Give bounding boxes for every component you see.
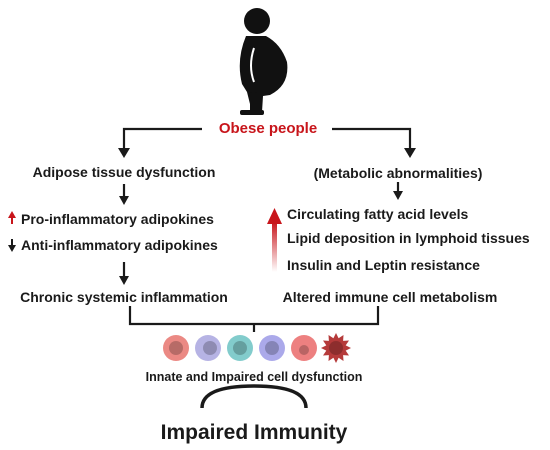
immune-cell-icon — [321, 333, 351, 363]
right-arrowhead — [393, 191, 403, 200]
immune-cell-icon — [291, 335, 317, 361]
altered-metabolism-label: Altered immune cell metabolism — [282, 289, 498, 305]
immune-cell-icon — [227, 335, 253, 361]
left-arrowheads — [119, 196, 129, 285]
arrowheads — [118, 148, 416, 158]
increase-arrow-icon — [267, 208, 282, 272]
insulin-leptin-label: Insulin and Leptin resistance — [287, 257, 480, 273]
cell-dysfunction-caption: Innate and Impaired cell dysfunction — [145, 370, 363, 384]
obese-people-label: Obese people — [218, 120, 318, 137]
chronic-inflammation-label: Chronic systemic inflammation — [20, 289, 228, 305]
arm-outline — [250, 47, 255, 83]
metabolic-abnormalities-label: (Metabolic abnormalities) — [313, 165, 483, 181]
arc-connector — [200, 384, 308, 409]
fatty-acid-label: Circulating fatty acid levels — [287, 206, 469, 222]
immune-cell-icon — [259, 335, 285, 361]
obese-person-icon — [239, 8, 288, 115]
adipose-dysfunction-label: Adipose tissue dysfunction — [32, 164, 216, 180]
convergence-bracket — [128, 306, 380, 332]
impaired-immunity-label: Impaired Immunity — [160, 421, 348, 444]
down-arrow-icon — [8, 239, 16, 252]
immune-cell-icon — [163, 335, 189, 361]
up-arrow-icon — [8, 211, 16, 224]
anti-inflammatory-label: Anti-inflammatory adipokines — [21, 237, 218, 253]
immune-cell-icon — [195, 335, 221, 361]
lipid-deposition-label: Lipid deposition in lymphoid tissues — [287, 230, 530, 246]
pro-inflammatory-label: Pro-inflammatory adipokines — [21, 211, 214, 227]
top-branch-arrows — [122, 127, 412, 150]
immune-cells — [163, 333, 351, 363]
